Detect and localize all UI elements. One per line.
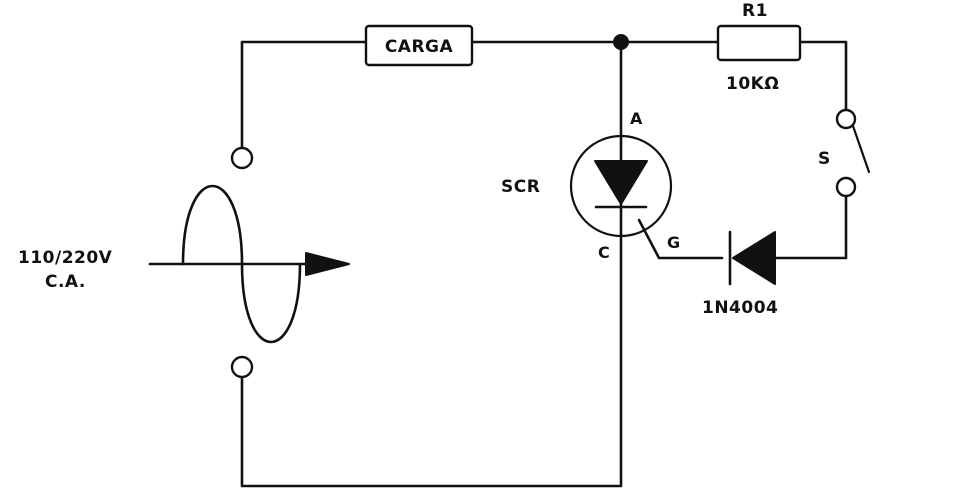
switch-lever xyxy=(851,124,871,174)
wire-switch-to-diode xyxy=(773,194,848,260)
diode-label: 1N4004 xyxy=(702,298,778,318)
wire-gate xyxy=(637,218,724,260)
scr-circle xyxy=(569,134,673,238)
resistor-name-label: R1 xyxy=(742,1,768,21)
switch-bottom-terminal xyxy=(835,176,857,198)
source-type-label: C.A. xyxy=(45,272,86,292)
source-bottom-terminal xyxy=(230,355,254,379)
resistor-r1 xyxy=(716,24,802,62)
scr-label: SCR xyxy=(501,177,540,197)
source-voltage-label: 110/220V xyxy=(18,248,113,268)
arrow-right-icon xyxy=(305,252,350,276)
source-top-terminal xyxy=(230,146,254,170)
diode-triangle xyxy=(732,231,776,285)
junction-dot xyxy=(613,34,629,50)
wire-top-right xyxy=(798,40,848,112)
resistor-value-label: 10KΩ xyxy=(726,74,779,94)
scr-cathode-label: C xyxy=(598,243,610,262)
wire-top-left xyxy=(240,40,367,150)
wire-bottom-return xyxy=(240,40,623,488)
load-box xyxy=(364,24,474,67)
scr-anode-label: A xyxy=(630,109,643,128)
load-label: CARGA xyxy=(385,37,454,57)
switch-label: S xyxy=(818,149,831,169)
scr-triangle xyxy=(594,160,648,205)
switch-top-terminal xyxy=(835,108,857,130)
scr-gate-label: G xyxy=(667,233,681,252)
